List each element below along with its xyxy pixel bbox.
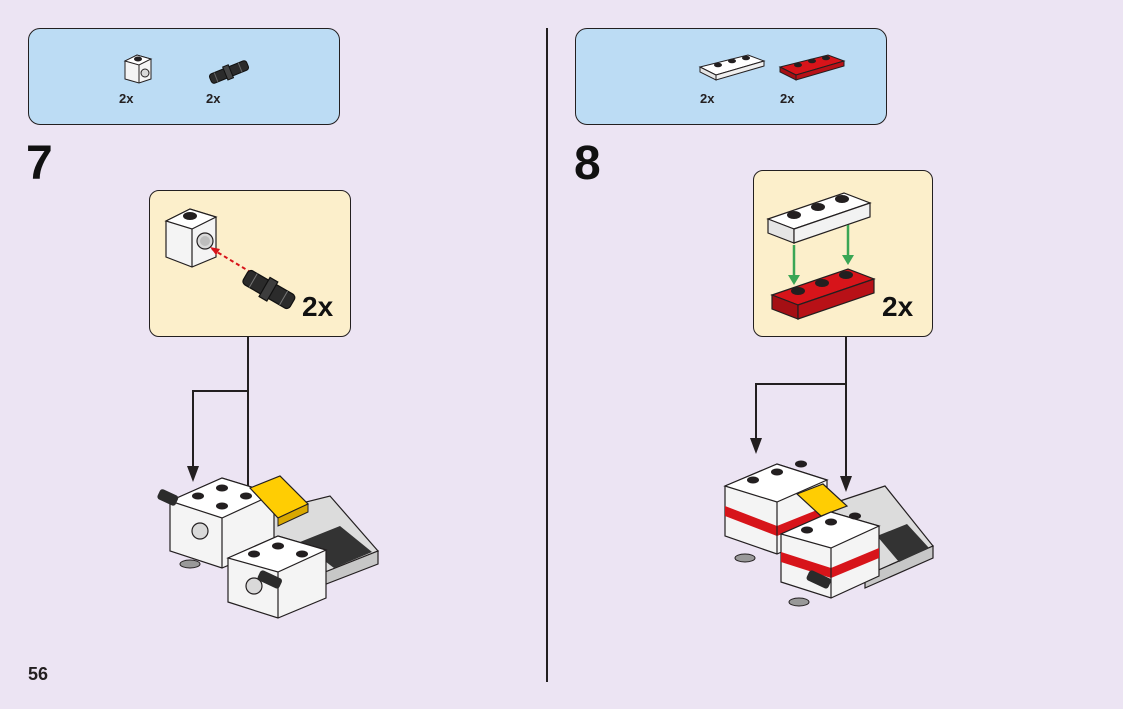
step-7-subassembly-callout: 2x [149, 190, 351, 337]
step-7-parts-list: 2x 2x [28, 28, 340, 125]
placement-arrows [755, 336, 847, 486]
part-qty: 2x [119, 91, 134, 106]
subassembly-qty: 2x [302, 291, 334, 322]
step-7-model-illustration [157, 336, 380, 619]
plate-stack-illustration [766, 192, 876, 320]
page-number: 56 [28, 664, 49, 684]
red-plate-1x3-icon [778, 54, 846, 81]
brick-and-pin-assembly-illustration [164, 208, 296, 310]
step-8-model-illustration [723, 336, 934, 607]
page-divider [546, 28, 548, 682]
black-connector-pin-icon [208, 60, 250, 84]
step-number: 8 [574, 137, 601, 190]
part-qty: 2x [780, 91, 795, 106]
step-8-parts-list: 2x 2x [575, 28, 887, 125]
step-8-subassembly-callout: 2x [753, 170, 933, 337]
part-qty: 2x [700, 91, 715, 106]
step-number: 7 [26, 137, 53, 190]
white-brick-with-hole-icon [123, 54, 153, 84]
part-qty: 2x [206, 91, 221, 106]
white-plate-1x3-icon [698, 54, 766, 81]
subassembly-qty: 2x [882, 291, 914, 322]
